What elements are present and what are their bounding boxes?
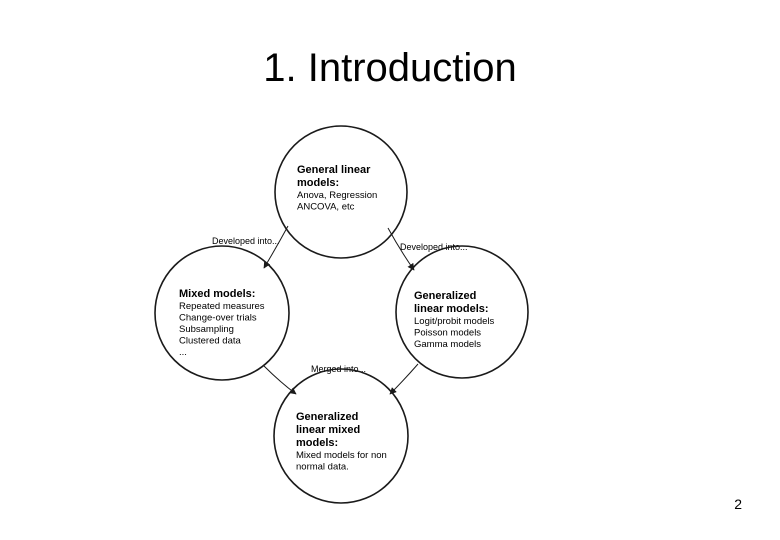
node-detail-line: Gamma models: [414, 339, 481, 350]
node-detail-line: normal data.: [296, 462, 349, 473]
node-detail-line: Poisson models: [414, 328, 481, 339]
node-detail-line: Logit/probit models: [414, 316, 495, 327]
node-detail-line: ANCOVA, etc: [297, 202, 355, 213]
node-circle: [273, 368, 409, 504]
edge-label: Developed into...: [212, 236, 280, 246]
node-circle: [154, 245, 290, 381]
edge-arrow-mixed-models-to-generalized-linear-mixed-models: [263, 365, 297, 395]
node-title-line: Mixed models:: [179, 288, 255, 300]
node-detail-line: Mixed models for non: [296, 450, 387, 461]
node-mixed-models: Mixed models:Repeated measuresChange-ove…: [154, 245, 290, 381]
node-title-line: General linear: [297, 164, 371, 176]
page-number: 2: [734, 496, 742, 512]
node-title-line: Generalized: [414, 290, 476, 302]
node-detail-line: Repeated measures: [179, 301, 265, 312]
edge-arrow-general-linear-models-to-mixed-models: [263, 225, 289, 269]
node-circle: [274, 125, 408, 259]
edge-arrow-generalized-linear-models-to-generalized-linear-mixed-models: [389, 363, 419, 395]
node-title-line: Generalized: [296, 411, 358, 423]
edge-arrow-general-linear-models-to-generalized-linear-models: [387, 227, 415, 271]
node-title-line: models:: [296, 437, 338, 449]
node-circle: [395, 245, 529, 379]
node-detail-line: ...: [179, 347, 187, 358]
node-title-line: models:: [297, 177, 339, 189]
node-detail-line: Change-over trials: [179, 313, 257, 324]
edge-label: Developed into...: [400, 242, 468, 252]
node-detail-line: Clustered data: [179, 336, 242, 347]
node-title-line: linear mixed: [296, 424, 360, 436]
node-detail-line: Anova, Regression: [297, 190, 377, 201]
node-title-line: linear models:: [414, 303, 489, 315]
node-detail-line: Subsampling: [179, 324, 234, 335]
slide-title: 1. Introduction: [263, 46, 517, 90]
